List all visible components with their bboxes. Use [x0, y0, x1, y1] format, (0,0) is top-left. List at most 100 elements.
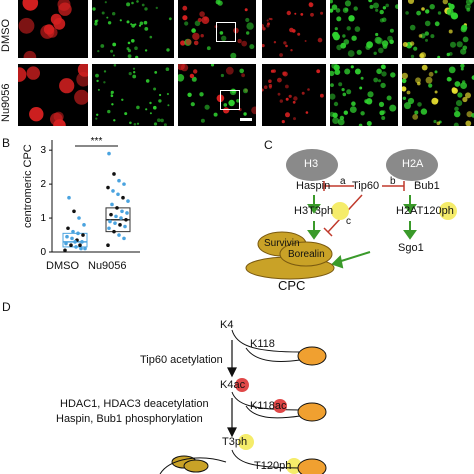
micro-spot: [450, 41, 456, 48]
micro-spot: [335, 8, 341, 13]
micro-spot: [350, 65, 354, 69]
micro-spot: [136, 0, 139, 3]
micro-spot: [194, 20, 201, 27]
micro-spot: [332, 117, 339, 124]
micro-spot: [456, 41, 463, 48]
micro-spot: [402, 72, 408, 80]
micro-spot: [23, 50, 37, 58]
activation-arrows: [307, 195, 417, 269]
micro-spot: [375, 37, 383, 45]
data-point: [111, 189, 115, 193]
data-point: [78, 243, 82, 248]
micro-spot: [158, 99, 162, 103]
data-point: [66, 226, 70, 231]
micro-spot: [135, 55, 139, 58]
micro-spot: [379, 18, 384, 23]
micro-dots: [178, 64, 256, 123]
micro-spot: [97, 50, 100, 53]
data-point: [67, 195, 71, 200]
micro-spot: [351, 35, 357, 41]
micro-spot: [409, 41, 415, 46]
micro-spot: [469, 0, 474, 3]
micro-spot: [330, 70, 335, 77]
micro-spot: [184, 21, 189, 26]
h3-label: H3: [304, 158, 319, 170]
micro-spot: [26, 66, 40, 80]
micro-spot: [310, 12, 314, 17]
micro-spot: [263, 85, 268, 89]
data-point: [122, 182, 126, 186]
micro-spot: [130, 23, 133, 26]
zoom-box: [216, 22, 236, 42]
micro-spot: [178, 74, 185, 82]
micro-spot: [331, 4, 338, 10]
micro-spot: [124, 112, 128, 116]
micro-spot: [246, 22, 254, 30]
micrograph-nu9056-merge: [178, 64, 256, 126]
data-point: [119, 216, 123, 220]
micrograph-dmso-zoom-red: [262, 0, 326, 58]
micro-spot: [378, 47, 384, 54]
data-point: [82, 223, 86, 227]
micro-spot: [333, 33, 340, 41]
micro-spot: [132, 67, 136, 70]
micro-spot: [104, 1, 107, 4]
micro-spot: [100, 44, 105, 48]
micro-spot: [193, 40, 199, 46]
data-point: [112, 172, 116, 176]
micro-spot: [434, 90, 438, 94]
micro-spot: [159, 93, 162, 97]
micro-spot: [390, 72, 396, 78]
y-tick-label: 0: [40, 247, 46, 258]
micro-spot: [113, 119, 116, 122]
micro-spot: [113, 64, 117, 67]
micro-spot: [382, 44, 388, 49]
micro-spot: [413, 46, 418, 51]
micro-spot: [320, 11, 324, 15]
micro-spot: [167, 104, 170, 107]
micro-spot: [330, 8, 334, 13]
micro-spot: [461, 24, 468, 31]
micro-spot: [412, 114, 419, 120]
micro-spot: [193, 69, 198, 74]
data-point: [124, 217, 128, 222]
micro-spot: [77, 64, 88, 77]
micro-spot: [187, 92, 192, 97]
micro-spot: [153, 87, 157, 91]
micro-spot: [199, 92, 204, 97]
micro-spot: [430, 34, 435, 39]
micro-spot: [320, 93, 324, 98]
micro-spot: [431, 97, 439, 105]
micro-spot: [153, 122, 158, 126]
step-tip60-acetylation: Tip60 acetylation: [140, 354, 223, 366]
micro-spot: [182, 15, 188, 21]
micro-spot: [273, 41, 277, 44]
micro-spot: [166, 92, 169, 96]
stage-3: [159, 434, 327, 474]
micro-spot: [191, 76, 197, 82]
data-point: [109, 212, 113, 217]
micro-spot: [134, 46, 138, 50]
micro-spot: [286, 10, 291, 16]
micro-spot: [301, 91, 305, 95]
micro-spot: [380, 82, 386, 89]
micro-spot: [330, 93, 336, 100]
micro-spot: [285, 44, 288, 48]
data-point: [73, 240, 77, 244]
micro-dots: [18, 64, 88, 126]
micro-spot: [448, 29, 453, 34]
micro-spot: [417, 102, 422, 107]
micro-spot: [237, 38, 242, 44]
t3ph-label: T3ph: [222, 436, 248, 448]
micro-spot: [330, 83, 334, 87]
haspin-label: Haspin: [296, 180, 331, 192]
k118ac-label: K118ac: [250, 400, 287, 412]
micro-spot: [133, 71, 136, 74]
micro-dots: [330, 64, 397, 126]
micro-spot: [351, 101, 356, 106]
micro-spot: [185, 39, 192, 45]
micro-spot: [233, 27, 239, 34]
micro-spot: [290, 49, 293, 52]
data-point: [80, 240, 84, 244]
data-point: [120, 209, 124, 214]
